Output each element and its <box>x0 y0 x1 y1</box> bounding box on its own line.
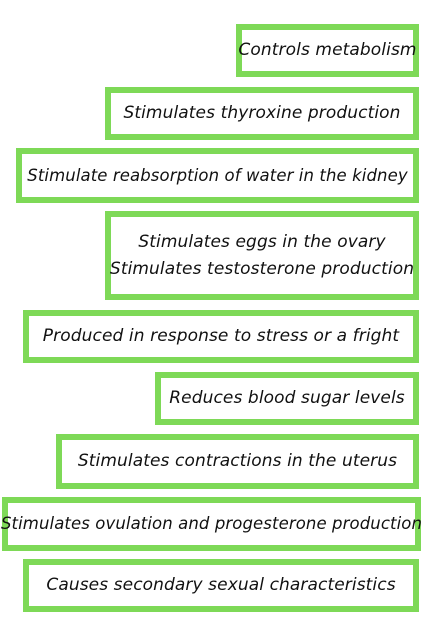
card-thyroxine-production: Stimulates thyroxine production <box>105 87 419 140</box>
card-blood-sugar: Reduces blood sugar levels <box>155 372 419 425</box>
card-text: Causes secondary sexual characteristics <box>46 575 396 596</box>
card-stress-fright: Produced in response to stress or a frig… <box>23 310 419 363</box>
card-text: Stimulates ovulation and progesterone pr… <box>0 514 423 534</box>
card-text: Controls metabolism <box>238 40 417 61</box>
card-water-reabsorption: Stimulate reabsorption of water in the k… <box>16 148 419 203</box>
card-text-line-1: Stimulates eggs in the ovary <box>138 232 386 253</box>
card-text-line-2: Stimulates testosterone production <box>109 258 415 279</box>
card-secondary-characteristics: Causes secondary sexual characteristics <box>23 559 419 612</box>
card-text: Stimulate reabsorption of water in the k… <box>27 165 408 185</box>
card-text: Reduces blood sugar levels <box>169 388 405 409</box>
card-text: Produced in response to stress or a frig… <box>42 326 400 347</box>
card-uterus-contractions: Stimulates contractions in the uterus <box>56 434 419 489</box>
card-ovulation-progesterone: Stimulates ovulation and progesterone pr… <box>0 497 423 551</box>
card-eggs-testosterone: Stimulates eggs in the ovary Stimulates … <box>105 211 419 300</box>
card-text: Stimulates contractions in the uterus <box>77 451 398 472</box>
card-controls-metabolism: Controls metabolism <box>236 24 419 77</box>
card-text: Stimulates thyroxine production <box>123 103 401 124</box>
